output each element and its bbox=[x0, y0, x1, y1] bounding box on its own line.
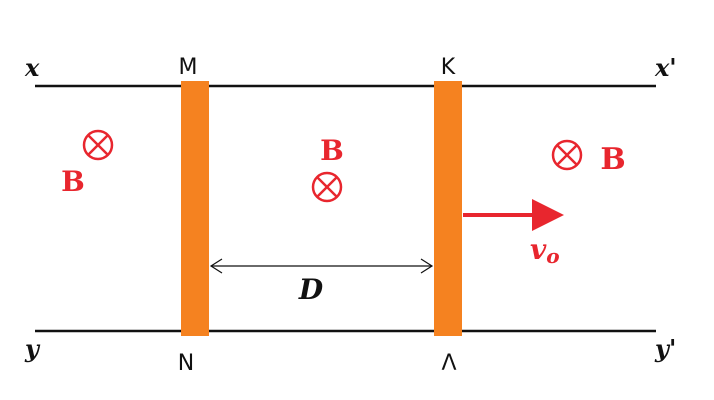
rail-label-y-prime: y' bbox=[654, 334, 676, 363]
rail-label-x-prime: x' bbox=[654, 53, 677, 82]
distance-arrowhead-left bbox=[209, 258, 223, 274]
velocity-label: vo bbox=[530, 233, 560, 268]
distance-arrowhead-right bbox=[420, 258, 434, 274]
rod-k-lambda bbox=[434, 81, 462, 336]
point-label-m: M bbox=[179, 55, 198, 80]
field-into-page-icon-middle bbox=[311, 171, 343, 203]
field-label-left: B bbox=[61, 165, 85, 198]
field-into-page-icon-left bbox=[82, 129, 114, 161]
point-label-k: K bbox=[441, 55, 456, 80]
field-label-middle: B bbox=[320, 134, 344, 167]
field-label-right: B bbox=[600, 142, 625, 177]
point-label-n: N bbox=[178, 351, 194, 376]
point-label-lambda: Λ bbox=[441, 351, 456, 376]
velocity-label-subscript: o bbox=[546, 244, 559, 268]
rail-label-y: y bbox=[24, 334, 41, 363]
rail-label-x: x bbox=[24, 53, 40, 82]
distance-label: D bbox=[298, 273, 324, 306]
rod-mn bbox=[181, 81, 209, 336]
velocity-label-text: v bbox=[530, 233, 547, 266]
field-into-page-icon-right bbox=[551, 139, 583, 171]
